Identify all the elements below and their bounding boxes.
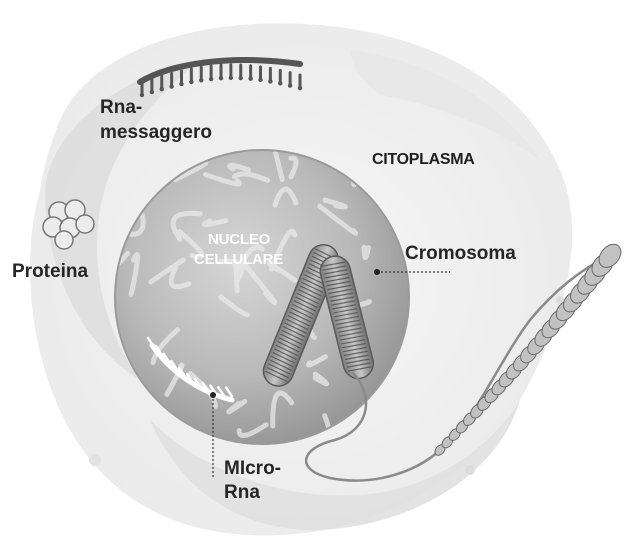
label-micro-rna-2: Rna	[224, 482, 260, 503]
label-cromosoma: Cromosoma	[405, 243, 516, 264]
label-proteina: Proteina	[12, 261, 88, 282]
label-rna-messaggero-1: Rna-	[100, 97, 142, 118]
label-micro-rna-1: MIcro-	[224, 458, 281, 479]
micro-rna-pointer	[210, 392, 216, 398]
label-rna-messaggero-2: messaggero	[100, 122, 212, 143]
label-nucleo: NUCLEO	[208, 231, 271, 248]
label-cellulare: CELLULARE	[194, 251, 283, 268]
label-citoplasma: CITOPLASMA	[372, 151, 475, 168]
cromosoma-pointer	[374, 269, 380, 275]
